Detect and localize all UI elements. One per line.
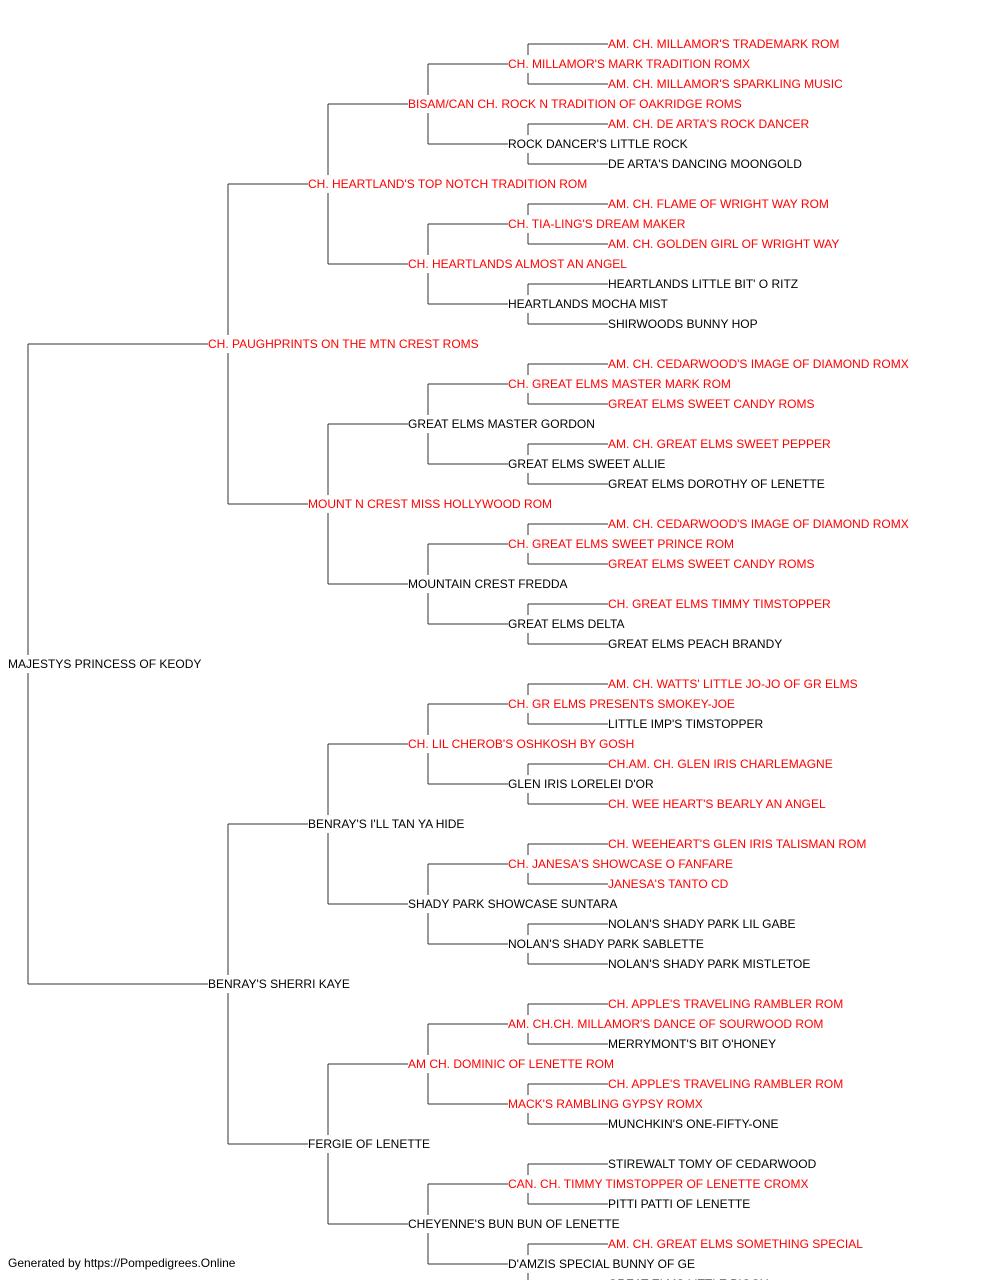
pedigree-entry: GREAT ELMS DOROTHY OF LENETTE xyxy=(608,477,825,491)
pedigree-entry: NOLAN'S SHADY PARK LIL GABE xyxy=(608,917,795,931)
pedigree-entry: CH.AM. CH. GLEN IRIS CHARLEMAGNE xyxy=(608,757,833,771)
pedigree-entry: CH. LIL CHEROB'S OSHKOSH BY GOSH xyxy=(408,737,634,751)
pedigree-entry: AM. CH. CEDARWOOD'S IMAGE OF DIAMOND ROM… xyxy=(608,517,909,531)
pedigree-entry: GREAT ELMS MASTER GORDON xyxy=(408,417,595,431)
pedigree-entry: GLEN IRIS LORELEI D'OR xyxy=(508,777,654,791)
pedigree-entry: BISAM/CAN CH. ROCK N TRADITION OF OAKRID… xyxy=(408,97,742,111)
pedigree-entry: MACK'S RAMBLING GYPSY ROMX xyxy=(508,1097,703,1111)
pedigree-entry: GREAT ELMS SWEET ALLIE xyxy=(508,457,665,471)
pedigree-entry: HEARTLANDS LITTLE BIT' O RITZ xyxy=(608,277,798,291)
pedigree-entry: CH. APPLE'S TRAVELING RAMBLER ROM xyxy=(608,997,843,1011)
pedigree-entry: CAN. CH. TIMMY TIMSTOPPER OF LENETTE CRO… xyxy=(508,1177,808,1191)
pedigree-entry: STIREWALT TOMY OF CEDARWOOD xyxy=(608,1157,817,1171)
pedigree-entry: CH. GR ELMS PRESENTS SMOKEY-JOE xyxy=(508,697,735,711)
pedigree-entry: BENRAY'S SHERRI KAYE xyxy=(208,977,350,991)
pedigree-entry: CH. JANESA'S SHOWCASE O FANFARE xyxy=(508,857,733,871)
pedigree-entry: GREAT ELMS SWEET CANDY ROMS xyxy=(608,397,814,411)
pedigree-entry: D'AMZIS SPECIAL BUNNY OF GE xyxy=(508,1257,695,1271)
pedigree-entry: MERRYMONT'S BIT O'HONEY xyxy=(608,1037,776,1051)
pedigree-entry: HEARTLANDS MOCHA MIST xyxy=(508,297,668,311)
pedigree-entry: BENRAY'S I'LL TAN YA HIDE xyxy=(308,817,464,831)
pedigree-entry: AM. CH. GOLDEN GIRL OF WRIGHT WAY xyxy=(608,237,839,251)
pedigree-entry: CH. WEE HEART'S BEARLY AN ANGEL xyxy=(608,797,826,811)
pedigree-entry: CH. HEARTLANDS ALMOST AN ANGEL xyxy=(408,257,627,271)
pedigree-entry: SHADY PARK SHOWCASE SUNTARA xyxy=(408,897,617,911)
pedigree-entry: LITTLE IMP'S TIMSTOPPER xyxy=(608,717,764,731)
pedigree-entry: AM. CH. MILLAMOR'S TRADEMARK ROM xyxy=(608,37,839,51)
pedigree-entry: CH. GREAT ELMS TIMMY TIMSTOPPER xyxy=(608,597,831,611)
pedigree-entry: CH. PAUGHPRINTS ON THE MTN CREST ROMS xyxy=(208,337,479,351)
pedigree-entry: AM CH. DOMINIC OF LENETTE ROM xyxy=(408,1057,614,1071)
pedigree-entry: MOUNTAIN CREST FREDDA xyxy=(408,577,568,591)
pedigree-entry: CH. APPLE'S TRAVELING RAMBLER ROM xyxy=(608,1077,843,1091)
pedigree-entry: CH. MILLAMOR'S MARK TRADITION ROMX xyxy=(508,57,750,71)
pedigree-entry: CH. GREAT ELMS MASTER MARK ROM xyxy=(508,377,731,391)
pedigree-entry: AM. CH. GREAT ELMS SOMETHING SPECIAL xyxy=(608,1237,863,1251)
pedigree-entry: ROCK DANCER'S LITTLE ROCK xyxy=(508,137,688,151)
pedigree-entry: DE ARTA'S DANCING MOONGOLD xyxy=(608,157,802,171)
pedigree-entry: GREAT ELMS PEACH BRANDY xyxy=(608,637,782,651)
pedigree-entry: AM. CH. DE ARTA'S ROCK DANCER xyxy=(608,117,810,131)
pedigree-entry: NOLAN'S SHADY PARK MISTLETOE xyxy=(608,957,810,971)
pedigree-entry: CH. TIA-LING'S DREAM MAKER xyxy=(508,217,686,231)
pedigree-entry: PITTI PATTI OF LENETTE xyxy=(608,1197,750,1211)
pedigree-entry: MUNCHKIN'S ONE-FIFTY-ONE xyxy=(608,1117,779,1131)
pedigree-entry: CH. WEEHEART'S GLEN IRIS TALISMAN ROM xyxy=(608,837,866,851)
pedigree-entry: AM. CH. GREAT ELMS SWEET PEPPER xyxy=(608,437,831,451)
pedigree-entry: AM. CH. CEDARWOOD'S IMAGE OF DIAMOND ROM… xyxy=(608,357,909,371)
generated-by-footer: Generated by https://Pompedigrees.Online xyxy=(8,1256,236,1270)
pedigree-entry: MAJESTYS PRINCESS OF KEODY xyxy=(8,657,201,671)
pedigree-entry: AM. CH. WATTS' LITTLE JO-JO OF GR ELMS xyxy=(608,677,858,691)
pedigree-entry: SHIRWOODS BUNNY HOP xyxy=(608,317,758,331)
pedigree-entry: JANESA'S TANTO CD xyxy=(608,877,729,891)
pedigree-entry: CH. GREAT ELMS SWEET PRINCE ROM xyxy=(508,537,734,551)
pedigree-entry: GREAT ELMS DELTA xyxy=(508,617,624,631)
pedigree-entry: CHEYENNE'S BUN BUN OF LENETTE xyxy=(408,1217,620,1231)
pedigree-entry: FERGIE OF LENETTE xyxy=(308,1137,430,1151)
pedigree-entry: AM. CH. MILLAMOR'S SPARKLING MUSIC xyxy=(608,77,843,91)
pedigree-entry: AM. CH.CH. MILLAMOR'S DANCE OF SOURWOOD … xyxy=(508,1017,823,1031)
pedigree-entry: AM. CH. FLAME OF WRIGHT WAY ROM xyxy=(608,197,829,211)
pedigree-entry: CH. HEARTLAND'S TOP NOTCH TRADITION ROM xyxy=(308,177,587,191)
pedigree-entry: GREAT ELMS LITTLE PIGGY xyxy=(608,1277,768,1280)
pedigree-entry: NOLAN'S SHADY PARK SABLETTE xyxy=(508,937,704,951)
pedigree-entry: GREAT ELMS SWEET CANDY ROMS xyxy=(608,557,814,571)
pedigree-entry: MOUNT N CREST MISS HOLLYWOOD ROM xyxy=(308,497,552,511)
